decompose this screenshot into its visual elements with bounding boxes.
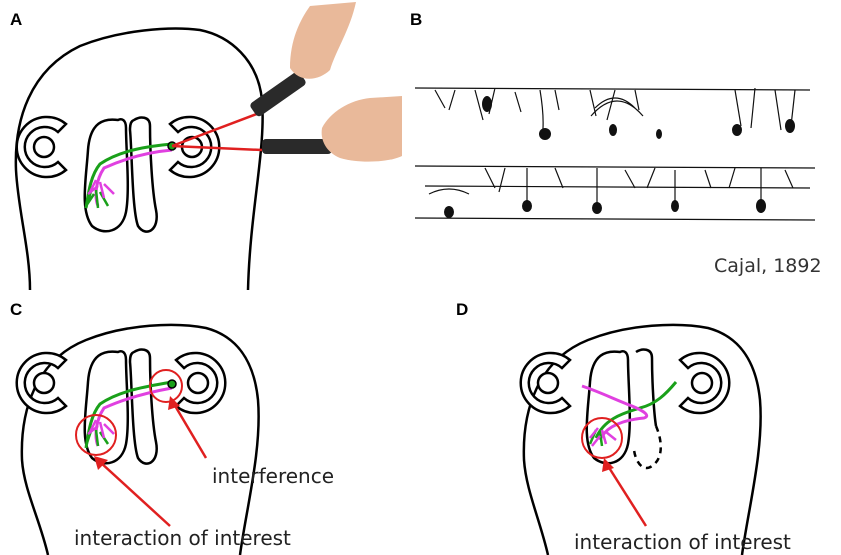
laser-pointer-lower [262, 139, 332, 154]
magenta-axon [582, 386, 647, 440]
right-eye [176, 353, 225, 413]
left-eye [17, 117, 66, 177]
hand-upper [290, 2, 356, 79]
left-eye [17, 353, 66, 413]
cajal-somas [444, 96, 795, 218]
right-eye [680, 353, 729, 413]
brain-lobes [85, 350, 157, 464]
panel-letter-d: D [456, 300, 468, 320]
panel-d-diagram [500, 290, 840, 555]
ablated-lobe-outline [634, 426, 661, 468]
stimulation-point [168, 380, 176, 388]
interest-arrow [608, 466, 646, 526]
left-eye [521, 353, 570, 413]
cajal-neurons-row2 [415, 166, 815, 220]
brain-lobes [85, 118, 157, 232]
panel-a-diagram [0, 0, 420, 290]
interest-label-d: interaction of interest [574, 530, 791, 554]
head-outline [16, 29, 263, 290]
panel-c-diagram [0, 290, 420, 555]
citation-text: Cajal, 1892 [714, 255, 822, 277]
hand-lower [322, 96, 402, 162]
interest-arrow [100, 462, 170, 526]
interference-label: interference [212, 464, 334, 488]
interest-label-c: interaction of interest [74, 526, 291, 550]
interest-arrowhead [602, 458, 614, 472]
axon-arbors [590, 428, 616, 446]
panel-b-cajal-drawing [415, 60, 835, 235]
